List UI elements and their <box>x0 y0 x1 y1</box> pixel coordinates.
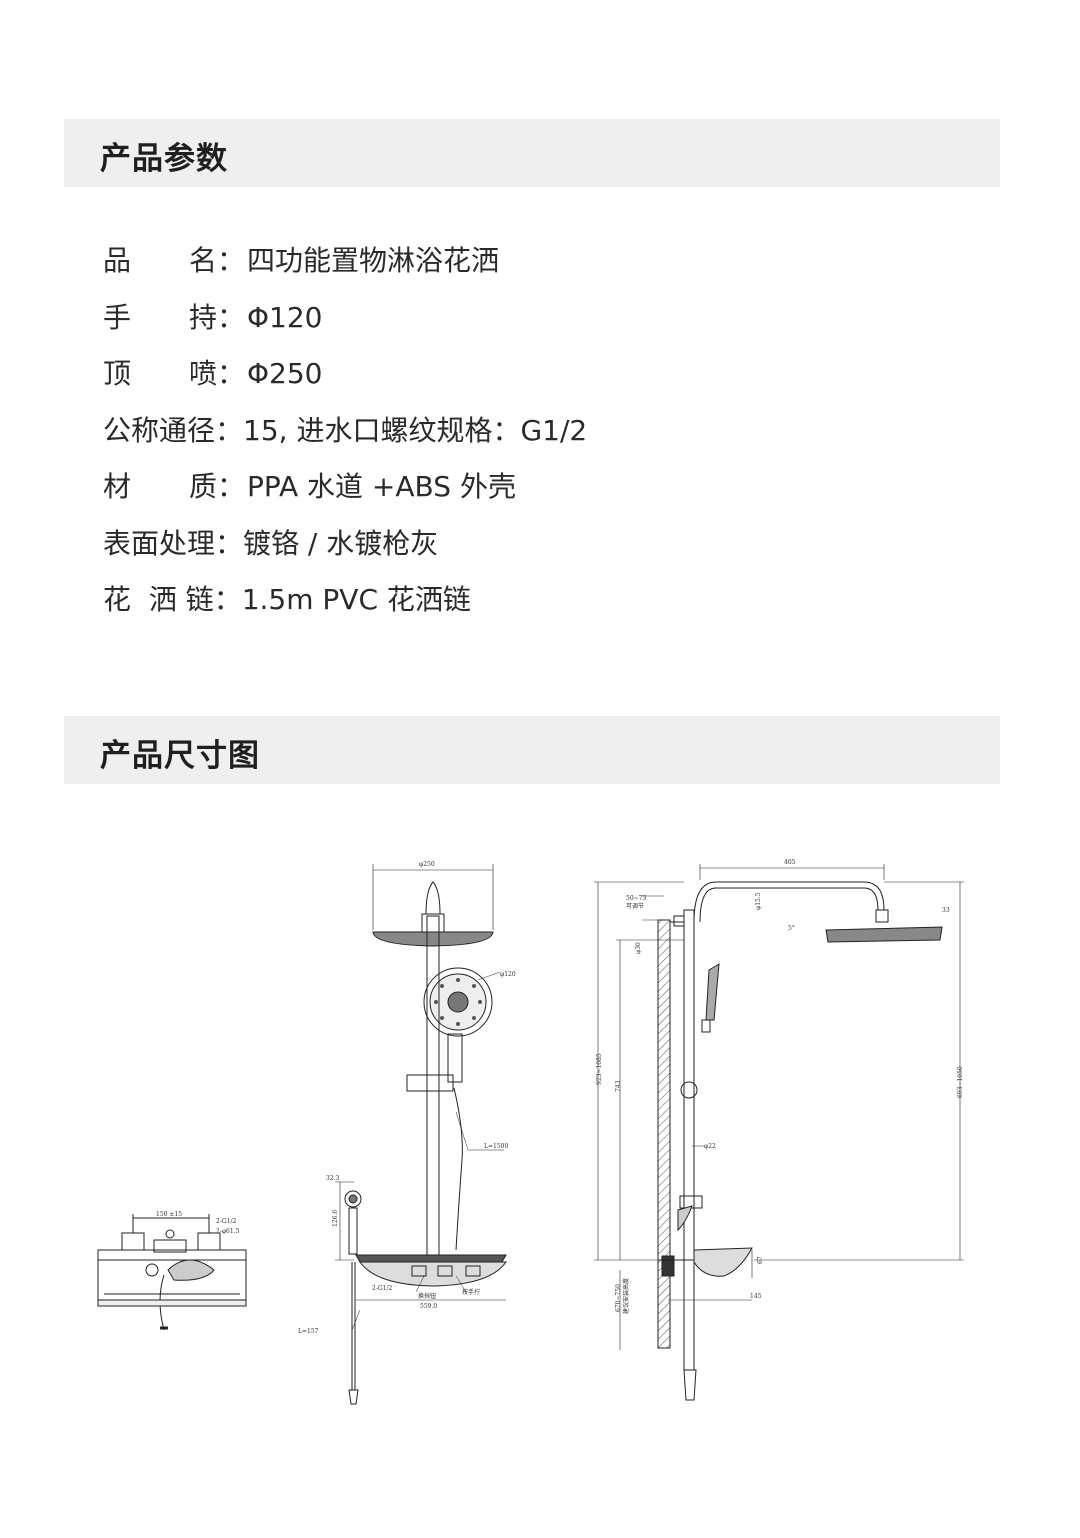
spec-label-char: 手 <box>103 300 132 334</box>
dim-hose-short: L=157 <box>298 1328 319 1335</box>
dim-shelf-depth: 145 <box>750 1293 762 1300</box>
dim-top-diameter: φ250 <box>419 861 435 868</box>
spec-value-nominal-diameter: 15, 进水口螺纹规格：G1/2 <box>243 413 588 447</box>
dim-hose-length: L=1500 <box>484 1143 508 1150</box>
spec-value-handheld: Φ120 <box>247 300 323 334</box>
dim-adjust-label: 可调节 <box>626 902 644 910</box>
dim-knob-label: 换挡钮 <box>418 1292 436 1300</box>
spec-label-char: 名： <box>189 244 246 277</box>
spec-value-material: PPA 水道 +ABS 外壳 <box>247 470 516 503</box>
front-view-drawing <box>335 864 507 1405</box>
spec-label-char: 品 <box>103 244 132 277</box>
spec-label: 表面处理： <box>103 526 244 560</box>
spec-row-top-shower: 顶 喷：Φ250 <box>103 349 983 406</box>
spec-value-surface: 镀铬 / 水镀枪灰 <box>243 526 439 560</box>
dim-hand-diameter: φ120 <box>500 971 516 978</box>
dim-arm-length: 405 <box>784 859 796 866</box>
section-title-params: 产品参数 <box>100 141 228 177</box>
dim-side-small: 32.3 <box>326 1175 340 1182</box>
dim-drop: 33 <box>942 907 950 914</box>
spec-label-char: 持： <box>189 300 246 334</box>
spec-list: 品 名：四功能置物淋浴花洒 手 持：Φ120 顶 喷：Φ250 公称通径：15, 进水… <box>103 236 983 632</box>
dim-total-height: 923~1085 <box>596 1053 603 1085</box>
dim-shelf-height: 67 <box>757 1256 764 1264</box>
spec-label: 公称通径： <box>103 413 244 447</box>
dim-angle: 5° <box>788 925 795 932</box>
dim-bottom-height: 670~750 <box>615 1284 622 1312</box>
section-header-params: 产品参数 <box>64 119 1000 187</box>
dim-shelf-width: 559.0 <box>420 1303 437 1310</box>
dim-switch-label: 按手拧 <box>462 1288 480 1296</box>
dim-mixer-center: 150 ±15 <box>156 1211 182 1218</box>
spec-label-char: 材 <box>103 470 132 503</box>
spec-row-hose: 花 洒 链：1.5m PVC 花洒链 <box>103 575 983 632</box>
spec-label-char: 质： <box>189 470 246 503</box>
dim-mixer-inlet: 2-G1/2 <box>216 1218 236 1225</box>
spec-label-char: 顶 <box>103 357 132 390</box>
dim-mixer-pipe: 2-φ61.5 <box>216 1228 240 1235</box>
side-view-drawing <box>594 864 964 1401</box>
spec-row-name: 品 名：四功能置物淋浴花洒 <box>103 236 983 293</box>
spec-row-surface: 表面处理：镀铬 / 水镀枪灰 <box>103 519 983 576</box>
spec-value-name: 四功能置物淋浴花洒 <box>247 244 500 277</box>
dim-side-height: 126.6 <box>332 1210 339 1227</box>
mixer-valve-drawing <box>97 1214 247 1331</box>
spec-label-char: 喷： <box>189 357 246 390</box>
dimension-drawing: 150 ±15 2-G1/2 2-φ61.5 <box>97 859 964 1405</box>
dim-pipe-dia: φ30 <box>635 942 642 954</box>
dim-mid-height: 743 <box>615 1080 622 1092</box>
dim-shelf-inlet: 2-G1/2 <box>372 1285 392 1292</box>
section-title-dimensions: 产品尺寸图 <box>100 738 260 774</box>
spec-row-handheld: 手 持：Φ120 <box>103 293 983 350</box>
section-header-dimensions: 产品尺寸图 <box>64 716 1000 784</box>
spec-label: 花 洒 链： <box>103 583 242 616</box>
spec-value-top-shower: Φ250 <box>247 357 323 390</box>
dim-pipe-top: φ15.5 <box>755 892 762 910</box>
spec-row-material: 材 质：PPA 水道 +ABS 外壳 <box>103 462 983 519</box>
dim-right-height: 693~1050 <box>957 1066 964 1098</box>
dim-bottom-label: 建议安装高度 <box>622 1278 630 1314</box>
dim-adjust: 50~73 <box>626 895 646 902</box>
spec-value-hose: 1.5m PVC 花洒链 <box>241 583 471 616</box>
spec-row-nominal-diameter: 公称通径：15, 进水口螺纹规格：G1/2 <box>103 406 983 463</box>
dim-pipe-22: φ22 <box>704 1143 716 1150</box>
